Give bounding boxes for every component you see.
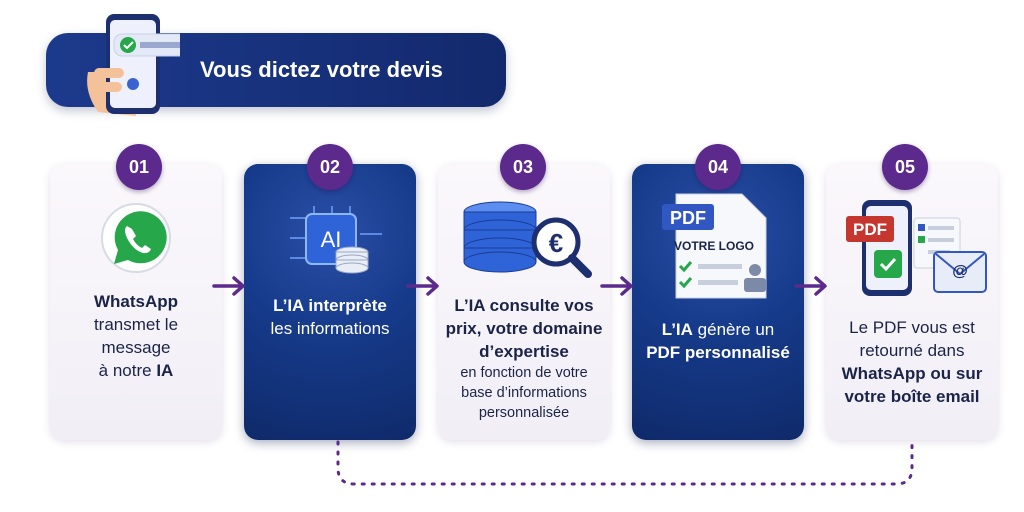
phone-email-icon: PDF @ — [846, 200, 987, 296]
step-number-3: 03 — [500, 144, 546, 190]
step-text-2: L’IA interprète les informations — [270, 296, 390, 338]
pdf-document-icon: PDF VOTRE LOGO — [662, 193, 767, 299]
pdf-label: PDF — [670, 208, 706, 228]
database-euro-icon: € — [463, 201, 592, 278]
ai-chip-label: AI — [321, 227, 342, 252]
step-text-1: WhatsApp transmet le message à notre IA — [93, 292, 179, 380]
step-number-4: 04 — [695, 144, 741, 190]
svg-text:@: @ — [952, 263, 968, 280]
step-text-5: Le PDF vous est retourné dans WhatsApp o… — [841, 318, 983, 406]
step-card-2 — [244, 164, 416, 440]
page-title: Vous dictez votre devis — [200, 57, 443, 82]
step-number-5: 05 — [882, 144, 928, 190]
phone-icon — [87, 14, 180, 116]
arrow-right-icon — [600, 276, 633, 296]
step-number-2: 02 — [307, 144, 353, 190]
arrow-right-icon — [794, 276, 827, 296]
ai-chip-icon: AI — [290, 206, 382, 274]
step-text-3: L’IA consulte vos prix, votre domaine d’… — [445, 296, 603, 421]
arrow-right-icon — [212, 276, 245, 296]
step-text-4: L’IA génère un PDF personnalisé — [646, 320, 790, 362]
logo-label: VOTRE LOGO — [674, 239, 754, 253]
step-number-1: 01 — [116, 144, 162, 190]
arrow-right-icon — [406, 276, 439, 296]
pdf-label-5: PDF — [853, 220, 887, 239]
whatsapp-icon — [101, 203, 171, 273]
svg-text:€: € — [549, 228, 563, 258]
